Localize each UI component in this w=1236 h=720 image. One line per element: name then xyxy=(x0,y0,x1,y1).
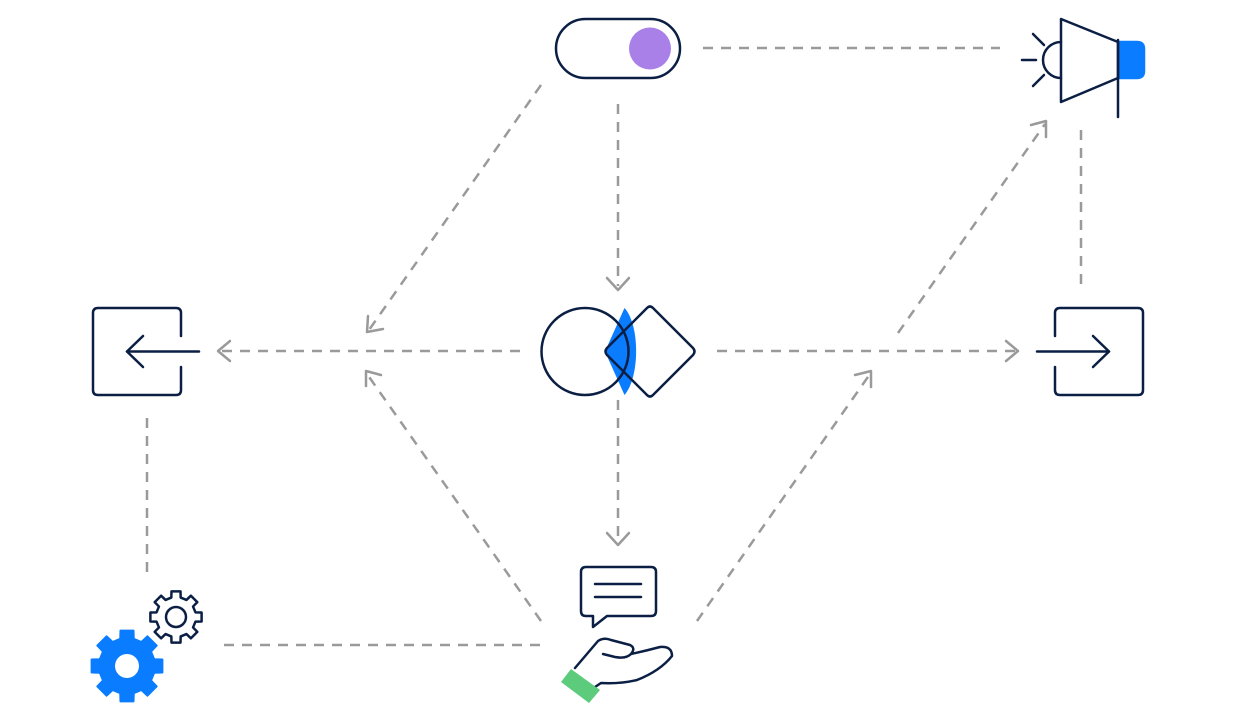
connector-support-exit xyxy=(365,373,543,622)
arrowhead-down-support xyxy=(605,531,631,547)
arrowhead-diag-megaphone xyxy=(1029,119,1048,139)
small-gear-hole xyxy=(164,605,188,629)
arrowhead-right-enter xyxy=(1004,339,1020,363)
small-gear-icon xyxy=(149,590,203,644)
toggle-knob xyxy=(629,27,671,70)
arrowheads xyxy=(216,119,1048,547)
enter-arrow-icon xyxy=(1035,306,1145,397)
chat-bubble-icon xyxy=(579,565,658,629)
megaphone-mouth xyxy=(1116,40,1146,80)
arrowhead-left-exit xyxy=(216,339,232,363)
gears-icon xyxy=(90,590,203,703)
exit-arrow-icon xyxy=(91,306,201,397)
connectors xyxy=(145,46,1083,647)
large-gear-icon xyxy=(90,629,164,703)
toggle-switch-icon xyxy=(554,17,682,80)
megaphone-icon xyxy=(1020,17,1146,119)
connector-enter-megaphone xyxy=(896,123,1047,334)
large-gear-hole xyxy=(115,654,139,678)
overlap-fill xyxy=(605,308,637,395)
connector-toggle-exit xyxy=(367,84,543,331)
arrowhead-diag-support-right xyxy=(853,369,873,389)
arrowhead-diag-support-left xyxy=(364,369,383,388)
connector-support-enter xyxy=(695,373,872,622)
arrowhead-diag-toggle xyxy=(365,314,385,334)
small-gear-body xyxy=(149,590,203,644)
arrowhead-down-merge xyxy=(605,276,631,292)
hand-cuff xyxy=(561,669,600,703)
chat-hand-icon xyxy=(561,565,674,703)
hand-icon xyxy=(561,637,674,703)
circle-diamond-overlap-icon xyxy=(540,305,696,398)
